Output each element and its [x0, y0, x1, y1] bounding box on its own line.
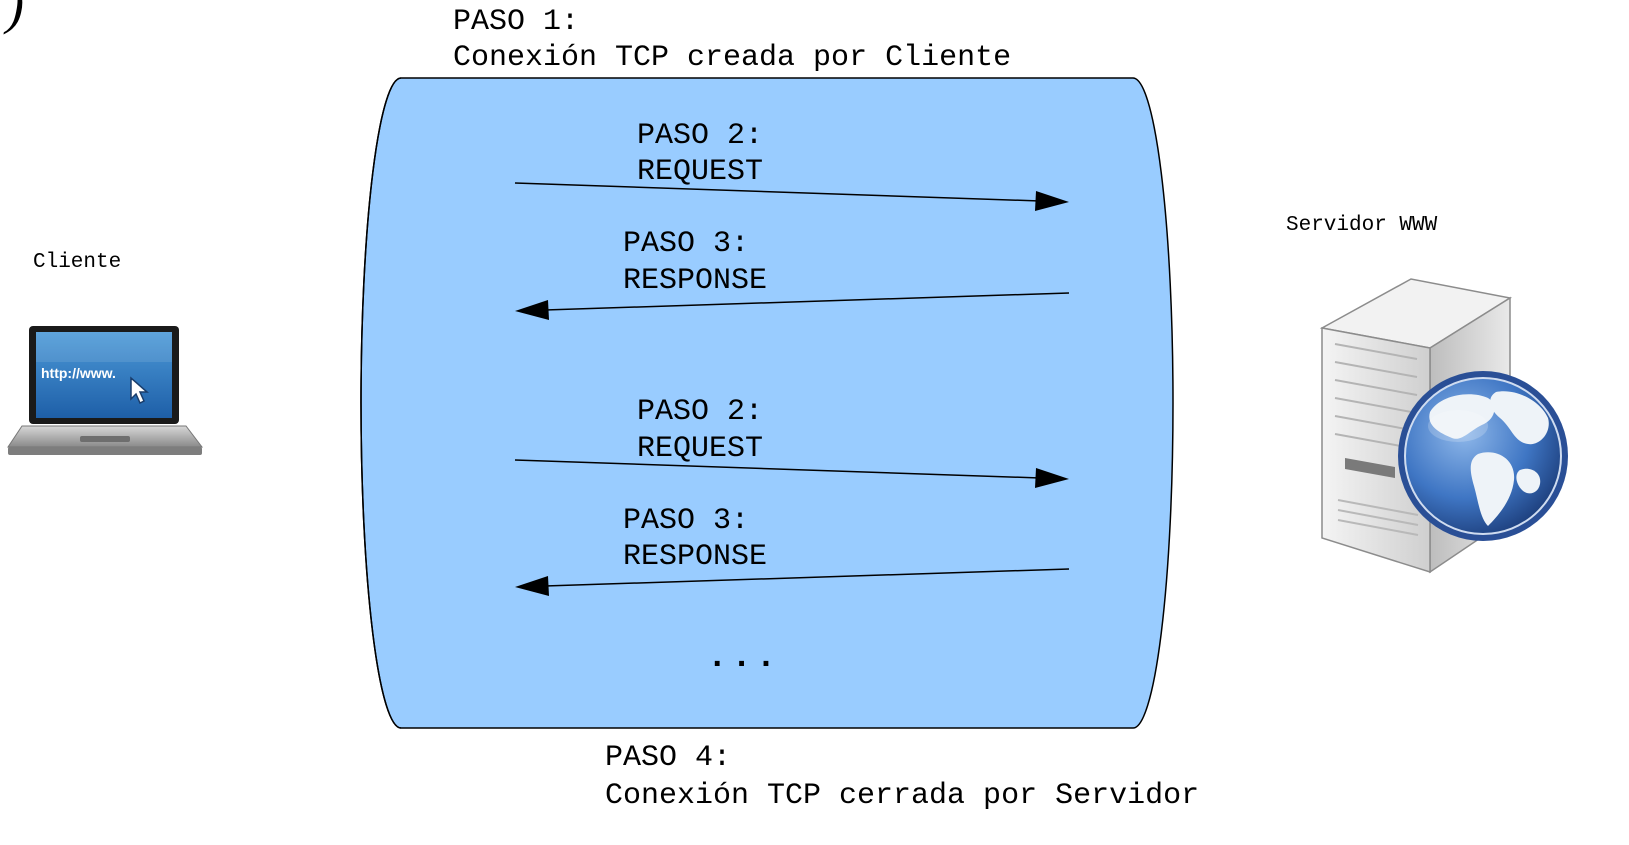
step4-title: PASO 4: — [605, 741, 732, 775]
ellipsis: ... — [707, 639, 781, 677]
tcp-connection-pipe — [360, 77, 1174, 729]
laptop-screen-text: http://www. — [41, 365, 116, 381]
request-label: REQUEST — [637, 432, 764, 466]
response-title: PASO 3: — [623, 227, 750, 261]
response-label: RESPONSE — [623, 264, 768, 298]
laptop-icon: http://www. — [7, 326, 204, 455]
server-label: Servidor WWW — [1286, 214, 1438, 237]
response-arrow-2 — [515, 568, 1070, 596]
corner-fragment: ) — [6, 0, 24, 35]
response-arrow-1 — [515, 292, 1070, 320]
request-title: PASO 2: — [637, 395, 764, 429]
cursor-icon — [130, 376, 149, 405]
request-title: PASO 2: — [637, 119, 764, 153]
server-globe-icon — [1319, 278, 1568, 574]
step1-description: Conexión TCP creada por Cliente — [453, 41, 1012, 75]
pipe-front-ellipse — [360, 77, 402, 729]
response-title: PASO 3: — [623, 504, 750, 538]
response-label: RESPONSE — [623, 540, 768, 574]
pipe-body — [360, 77, 1174, 729]
client-label: Cliente — [33, 251, 122, 274]
request-arrow-1 — [514, 182, 1069, 211]
request-label: REQUEST — [637, 155, 764, 189]
step1-title: PASO 1: — [453, 5, 580, 39]
step4-description: Conexión TCP cerrada por Servidor — [605, 779, 1200, 813]
request-arrow-2 — [514, 459, 1069, 488]
